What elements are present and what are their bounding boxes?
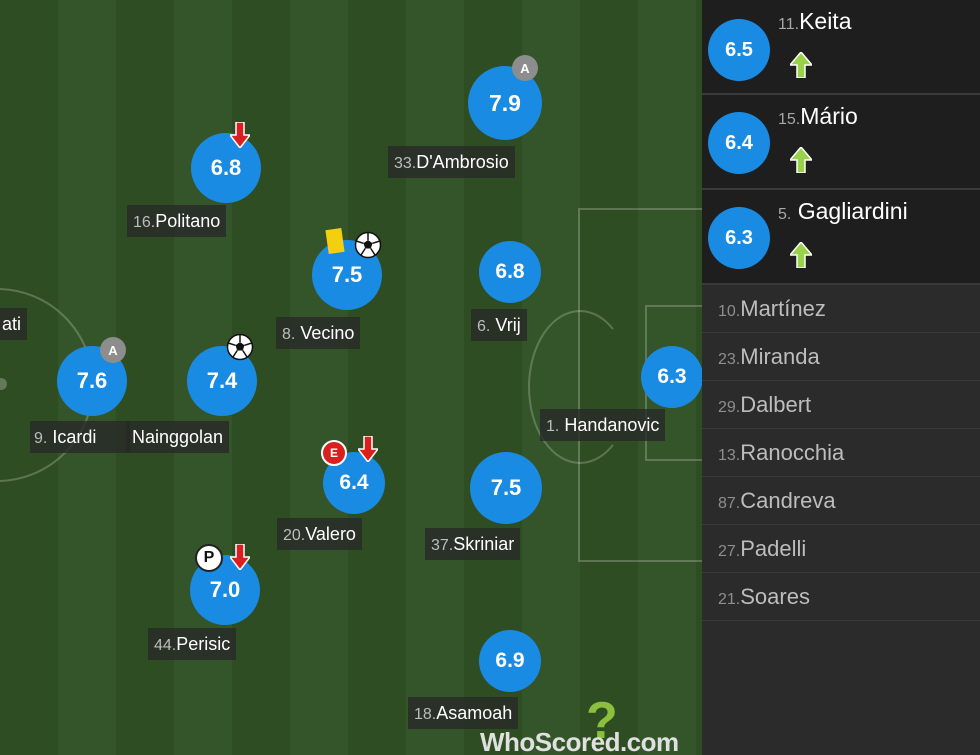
player-name: 18.Asamoah: [408, 697, 519, 729]
bench-row[interactable]: 13.Ranocchia: [702, 429, 980, 477]
error-badge: E: [321, 440, 347, 466]
sub-name: 5. Gagliardini: [778, 198, 908, 224]
sub-row-keita[interactable]: 6.5 11.Keita: [702, 0, 980, 95]
player-name: 33.D'Ambrosio: [388, 146, 515, 178]
player-rating[interactable]: 6.8: [191, 133, 261, 203]
player-name: 1. Handanovic: [540, 409, 666, 441]
player-name: 16.Politano: [127, 205, 227, 237]
player-name: Nainggolan: [126, 421, 230, 453]
subbed-on-arrow-icon: [790, 52, 812, 78]
player-rating[interactable]: 6.3: [641, 346, 702, 408]
whoscored-logo: ? WhoScored.com: [480, 692, 690, 755]
player-name: 9. Icardi: [30, 421, 130, 453]
player-rating[interactable]: 7.5: [470, 452, 542, 524]
sub-rating: 6.5: [708, 19, 770, 81]
player-name: 8. Vecino: [276, 317, 361, 349]
player-name-partial: ati: [0, 308, 28, 340]
logo-mark: ?: [586, 692, 618, 750]
sub-name: 15.Mário: [778, 103, 858, 129]
bench-row[interactable]: 23.Miranda: [702, 333, 980, 381]
subbed-on-arrow-icon: [790, 147, 812, 173]
pitch: ati 6.8 16.Politano 7.9 A 33.D'Ambrosio …: [0, 0, 702, 755]
sub-rating: 6.3: [708, 207, 770, 269]
assist-badge: A: [100, 337, 126, 363]
bench-row[interactable]: 27.Padelli: [702, 525, 980, 573]
assist-badge: A: [512, 55, 538, 81]
yellow-card-icon: [325, 228, 345, 254]
subbed-off-arrow-icon: [230, 544, 250, 570]
bench-row[interactable]: 29.Dalbert: [702, 381, 980, 429]
player-rating[interactable]: 6.9: [479, 630, 541, 692]
logo-text: WhoScored.com: [480, 727, 679, 755]
goal-ball-icon: [226, 333, 254, 361]
bench-row[interactable]: 10.Martínez: [702, 285, 980, 333]
subbed-off-arrow-icon: [230, 122, 250, 148]
goal-ball-icon: [354, 231, 382, 259]
centre-spot: [0, 378, 7, 390]
bench-row[interactable]: 87.Candreva: [702, 477, 980, 525]
penalty-badge: P: [195, 544, 223, 572]
subbed-on-arrow-icon: [790, 242, 812, 268]
player-name: 44.Perisic: [148, 628, 237, 660]
penalty-arc: [528, 310, 632, 464]
sub-row-gagliardini[interactable]: 6.3 5. Gagliardini: [702, 190, 980, 285]
player-name: 6. Vrij: [471, 309, 527, 341]
subbed-off-arrow-icon: [358, 436, 378, 462]
player-rating[interactable]: 6.8: [479, 241, 541, 303]
bench-row[interactable]: 21.Soares: [702, 573, 980, 621]
sub-row-mario[interactable]: 6.4 15.Mário: [702, 95, 980, 190]
player-rating[interactable]: 7.9: [468, 66, 542, 140]
sub-rating: 6.4: [708, 112, 770, 174]
player-name: 37.Skriniar: [425, 528, 521, 560]
sub-name: 11.Keita: [778, 8, 852, 34]
substitutes-panel: 6.5 11.Keita 6.4 15.Mário 6.3 5. Gagliar…: [702, 0, 980, 755]
player-name: 20.Valero: [277, 518, 362, 550]
player-rating[interactable]: 6.4: [323, 452, 385, 514]
